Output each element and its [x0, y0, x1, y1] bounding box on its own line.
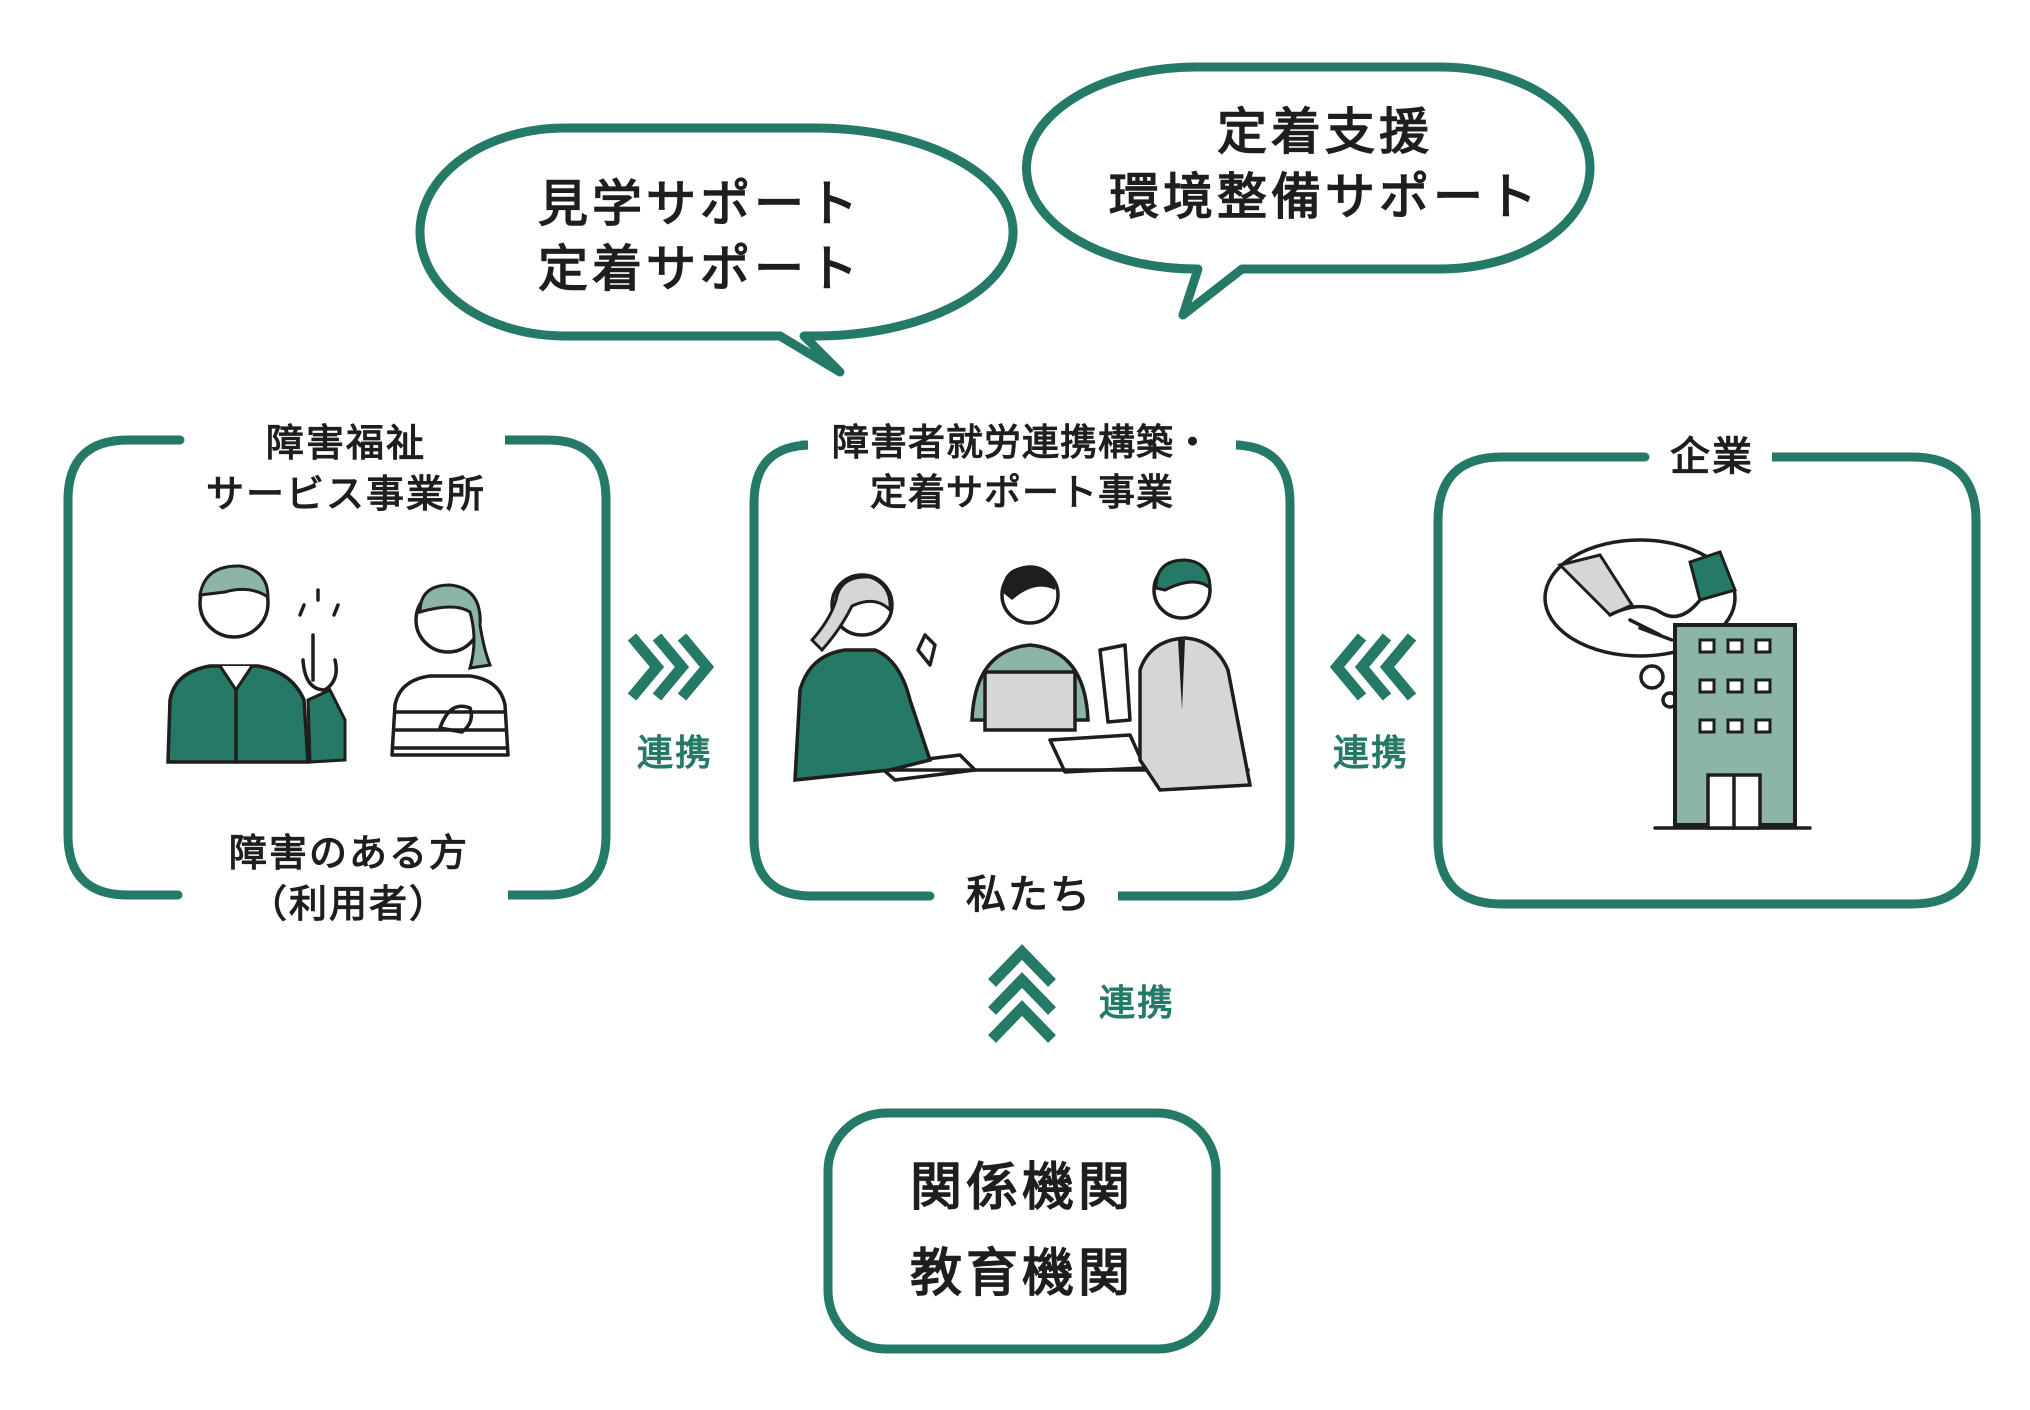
meeting-illustration: [793, 558, 1253, 792]
company-title: 企業: [1652, 430, 1772, 484]
arrow-right-chevrons: [627, 633, 715, 701]
welfare-caption-line-1: 障害のある方: [228, 831, 469, 875]
agencies-line-2: 教育機関: [909, 1243, 1134, 1304]
us-title: 障害者就労連携構築・ 定着サポート事業: [808, 418, 1236, 518]
link-label-right: 連携: [1332, 733, 1409, 774]
speech-bubble-left: [415, 123, 1018, 377]
people-illustration: [166, 564, 510, 764]
bubble-left-line-1: 見学サポート: [538, 175, 862, 233]
bubble-right-line-1: 定着支援: [1217, 103, 1433, 161]
box-welfare-frame: [63, 435, 611, 900]
welfare-title-line-1: 障害福祉: [265, 421, 426, 465]
welfare-caption: 障害のある方 （利用者）: [190, 828, 508, 931]
welfare-caption-line-2: （利用者）: [248, 882, 449, 927]
welfare-title: 障害福祉 サービス事業所: [187, 418, 505, 521]
bubble-right-line-2: 環境整備サポート: [1109, 168, 1541, 226]
bubble-left-text: 見学サポート 定着サポート: [500, 172, 900, 302]
agencies-line-1: 関係機関: [909, 1158, 1134, 1218]
welfare-title-line-2: サービス事業所: [205, 472, 486, 517]
bubble-right-text: 定着支援 環境整備サポート: [1095, 100, 1555, 230]
box-company-frame: [1433, 452, 1981, 909]
us-title-line-2: 定着サポート事業: [870, 470, 1174, 514]
company-title-text: 企業: [1670, 434, 1754, 480]
arrow-up-chevrons: [988, 944, 1056, 1043]
box-us-frame: [749, 440, 1295, 901]
box-agencies-frame: [823, 1108, 1221, 1354]
us-caption: 私たち: [940, 868, 1118, 922]
bubble-left-line-2: 定着サポート: [538, 240, 862, 298]
agencies-text: 関係機関 教育機関: [828, 1146, 1216, 1318]
link-label-bottom: 連携: [1098, 983, 1175, 1024]
speech-bubble-right: [1022, 62, 1595, 320]
us-title-line-1: 障害者就労連携構築・: [832, 421, 1212, 464]
arrow-left-chevrons: [1329, 633, 1417, 701]
link-label-left: 連携: [636, 733, 713, 774]
us-caption-text: 私たち: [966, 872, 1092, 918]
company-illustration: [1543, 538, 1812, 830]
